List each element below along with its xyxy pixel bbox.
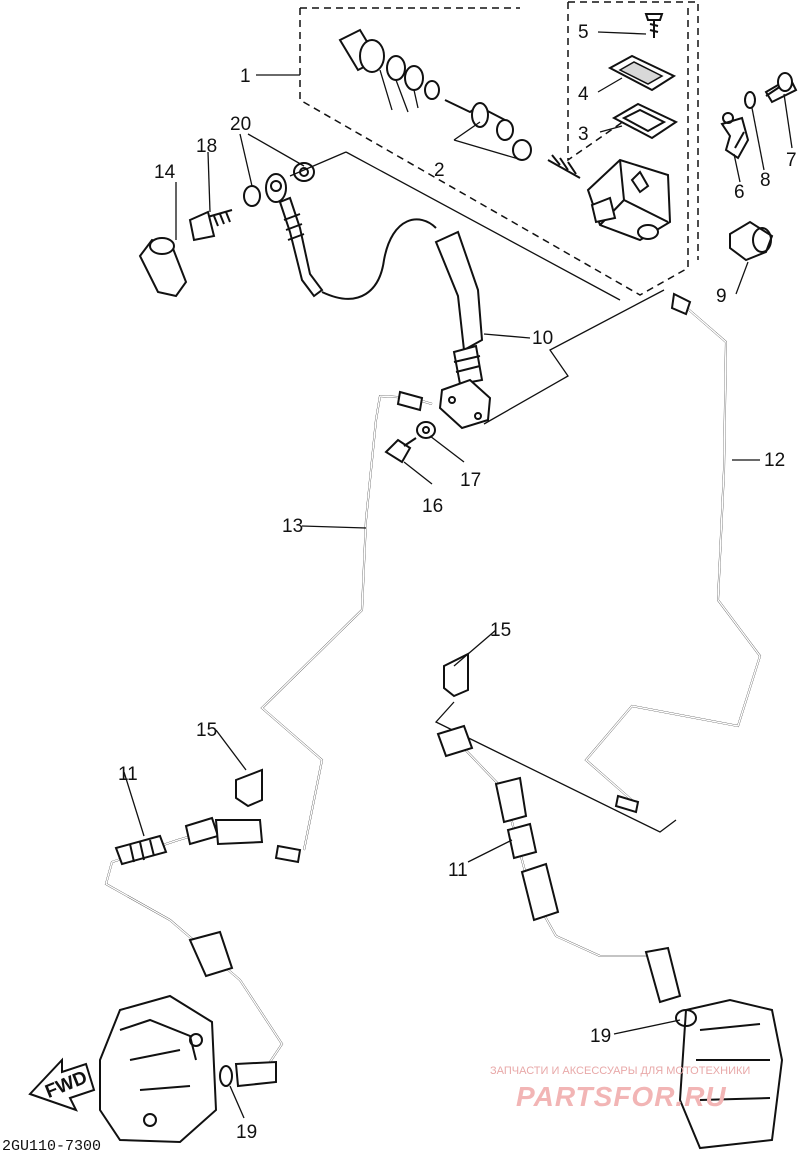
brake-pipe-12 (584, 292, 762, 814)
brake-pipe-13 (260, 390, 433, 864)
callout-2: 2 (434, 160, 445, 181)
callout-15-right: 15 (490, 620, 511, 641)
callout-8: 8 (760, 170, 771, 191)
watermark: ЗАПЧАСТИ И АКСЕССУАРЫ ДЛЯ МОТОТЕХНИКИ PA… (490, 1065, 750, 1112)
callout-11-left: 11 (118, 764, 138, 785)
brake-hose-11-left (104, 816, 284, 1088)
banjo-bolt-parts (138, 162, 324, 298)
callout-numbers: 1 2 3 4 5 6 7 8 9 10 11 11 12 13 14 15 1… (118, 22, 797, 1143)
callout-19-right: 19 (590, 1026, 611, 1047)
callout-19-left: 19 (236, 1122, 257, 1143)
callout-18: 18 (196, 136, 217, 157)
hose-clip-15-left (235, 768, 263, 808)
reference-lines (289, 151, 677, 833)
callout-3: 3 (578, 124, 589, 145)
callout-4: 4 (578, 84, 589, 105)
watermark-logo: PARTSFOR.RU (516, 1081, 727, 1112)
callout-6: 6 (734, 182, 745, 203)
master-cylinder-kit-outline (299, 1, 699, 296)
left-brake-caliper (99, 994, 233, 1144)
callout-17: 17 (460, 470, 481, 491)
callout-7: 7 (786, 150, 797, 171)
reservoir-cap-parts (607, 13, 679, 140)
callout-20: 20 (230, 114, 251, 135)
callout-10: 10 (532, 328, 553, 349)
callout-12: 12 (764, 450, 785, 471)
right-brake-caliper (675, 998, 784, 1150)
watermark-line1: ЗАПЧАСТИ И АКСЕССУАРЫ ДЛЯ МОТОТЕХНИКИ (490, 1065, 750, 1077)
callout-16: 16 (422, 496, 443, 517)
brake-hose-10 (321, 218, 492, 430)
callout-14: 14 (154, 162, 176, 183)
lever-bracket-parts (720, 72, 798, 262)
hose-clip-15-right (443, 652, 469, 698)
union-bolt-16-washer-17 (384, 421, 436, 464)
brake-hose-11-right (436, 724, 682, 1004)
callout-9: 9 (716, 286, 727, 307)
master-cylinder-body (586, 158, 672, 242)
callout-13: 13 (282, 516, 303, 537)
callout-1: 1 (240, 66, 251, 87)
callout-15-left: 15 (196, 720, 217, 741)
callout-5: 5 (578, 22, 589, 43)
diagram-code: 2GU110-7300 (2, 1138, 101, 1153)
piston-kit-parts (338, 28, 581, 179)
callout-leaders (123, 31, 793, 1119)
fwd-arrow-icon: FWD (28, 1057, 96, 1112)
callout-11-right: 11 (448, 860, 468, 881)
